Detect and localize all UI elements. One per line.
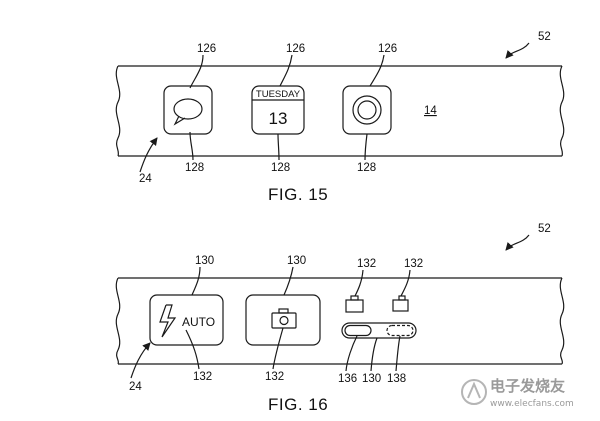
ref-flash-bottom: 132 — [193, 371, 212, 383]
leader-line — [400, 269, 411, 297]
flash-off-icon — [392, 295, 409, 312]
camera-button[interactable] — [245, 294, 321, 346]
leader-line — [354, 269, 364, 297]
figure-16: 52 AUTO 130 132 130 132 — [115, 223, 565, 414]
figure-caption: FIG. 16 — [268, 395, 328, 414]
calendar-icon[interactable]: TUESDAY 13 — [251, 85, 305, 135]
ref-camera-top: 126 — [378, 43, 397, 55]
ref-message-top: 126 — [197, 43, 216, 55]
camera-button-icon[interactable] — [342, 85, 392, 135]
ref-calendar-top: 126 — [286, 43, 305, 55]
lightning-icon — [159, 304, 177, 338]
leader-line — [345, 335, 358, 372]
ref-device-arrow — [505, 234, 530, 251]
camera-icon — [271, 308, 297, 329]
leader-line — [395, 335, 401, 372]
ref-band-label: 24 — [129, 381, 142, 393]
toggle-knob-on — [344, 324, 372, 337]
ref-band-arrow — [139, 137, 158, 173]
ref-device-arrow — [505, 42, 530, 59]
watermark-text: 电子发烧友 — [490, 377, 565, 395]
leader-line — [272, 327, 284, 370]
message-icon[interactable] — [163, 85, 213, 135]
leader-line — [189, 131, 194, 161]
flash-mode-text: AUTO — [182, 315, 215, 329]
watermark-logo — [461, 379, 487, 405]
flash-on-icon — [345, 295, 364, 313]
band-outline — [115, 65, 565, 157]
ref-band-arrow — [130, 342, 151, 379]
calendar-date: 13 — [269, 109, 288, 128]
ref-toggle-off: 138 — [387, 373, 406, 385]
ref-camera-top: 130 — [287, 255, 306, 267]
ref-message-bottom: 128 — [185, 162, 204, 174]
ref-camera-bottom: 132 — [265, 371, 284, 383]
leader-line — [189, 54, 204, 89]
watermark-url: www.elecfans.com — [490, 399, 574, 409]
band-outline — [115, 277, 565, 365]
flash-auto-button[interactable]: AUTO — [149, 294, 224, 346]
watermark: 电子发烧友 www.elecfans.com — [461, 377, 574, 409]
ref-toggle-on: 136 — [338, 373, 357, 385]
ref-band-label: 24 — [139, 173, 152, 185]
toggle-knob-off — [386, 324, 414, 337]
leader-line — [283, 266, 294, 296]
leader-line — [277, 133, 280, 161]
leader-line — [369, 54, 385, 87]
ref-toggle-track: 130 — [362, 373, 381, 385]
ref-calendar-bottom: 128 — [271, 162, 290, 174]
ref-flash-top: 130 — [195, 255, 214, 267]
leader-line — [191, 266, 201, 296]
flash-toggle[interactable] — [341, 322, 417, 339]
ref-camera-bottom: 128 — [357, 162, 376, 174]
calendar-day: TUESDAY — [256, 89, 301, 100]
leader-line — [185, 329, 200, 370]
ref-icon-right: 132 — [404, 258, 423, 270]
ref-device-label: 52 — [538, 223, 551, 235]
ref-surface-label: 14 — [424, 105, 437, 117]
ref-icon-left: 132 — [357, 258, 376, 270]
leader-line — [370, 337, 378, 372]
leader-line — [279, 54, 293, 87]
leader-line — [364, 133, 368, 161]
ref-device-label: 52 — [538, 31, 551, 43]
figure-caption: FIG. 15 — [268, 185, 328, 204]
figure-15: 52 126 128 TUESDAY 13 126 128 126 — [115, 31, 565, 204]
